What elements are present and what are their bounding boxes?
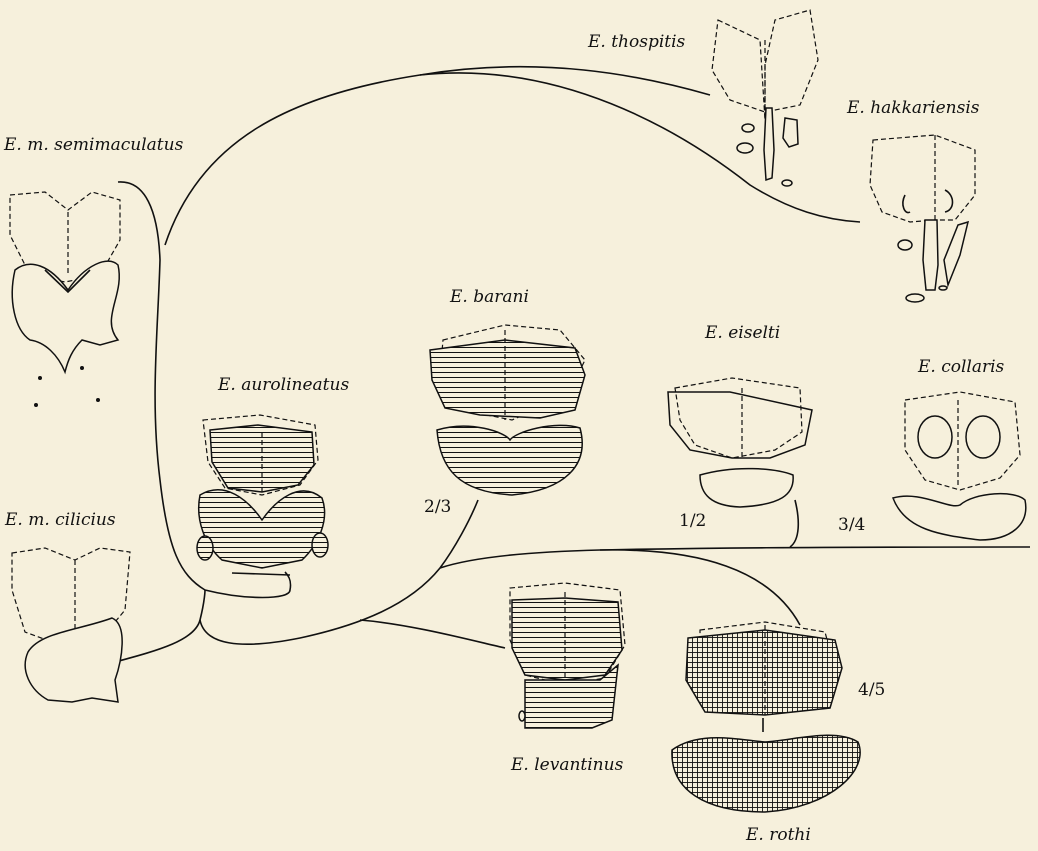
branch-hakkariensis <box>420 73 860 222</box>
label-thospitis: E. thospitis <box>588 32 685 52</box>
figure-semimaculatus <box>10 192 120 407</box>
label-rothi: E. rothi <box>746 825 811 845</box>
label-semimaculatus: E. m. semimaculatus <box>4 135 183 155</box>
figure-barani <box>430 325 585 495</box>
label-cilicius: E. m. cilicius <box>5 510 116 530</box>
figure-eiselti <box>668 378 812 507</box>
branch-rothi <box>600 550 800 625</box>
branch-cilicius <box>115 590 205 662</box>
ratio-rothi: 4/5 <box>858 680 885 700</box>
figure-levantinus <box>510 583 625 728</box>
figure-collaris <box>893 392 1026 540</box>
branch-semimaculatus <box>118 182 205 590</box>
branch-eiselti-collaris <box>440 547 1030 568</box>
branch-thospitis <box>165 67 710 245</box>
figure-cilicius <box>12 548 130 702</box>
label-barani: E. barani <box>450 287 529 307</box>
figure-thospitis <box>712 10 818 186</box>
branch-aurolineatus <box>205 572 291 598</box>
ratio-collaris: 3/4 <box>838 515 865 535</box>
ratio-barani: 2/3 <box>424 497 451 517</box>
label-eiselti: E. eiselti <box>705 323 780 343</box>
figure-aurolineatus <box>197 415 328 575</box>
label-aurolineatus: E. aurolineatus <box>218 375 349 395</box>
label-hakkariensis: E. hakkariensis <box>847 98 980 118</box>
figure-hakkariensis <box>870 135 975 302</box>
figure-rothi <box>672 622 860 812</box>
branch-levantinus <box>360 620 505 648</box>
label-collaris: E. collaris <box>918 357 1004 377</box>
label-levantinus: E. levantinus <box>511 755 623 775</box>
ratio-eiselti: 1/2 <box>679 511 706 531</box>
branch-eiselti <box>790 500 798 547</box>
